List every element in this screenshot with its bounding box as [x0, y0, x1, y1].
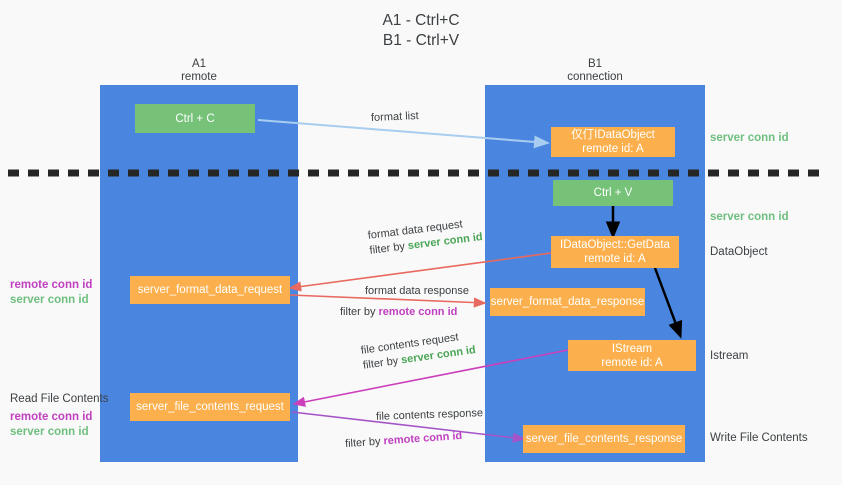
- filter-prefix: filter by: [344, 435, 384, 451]
- arrow-format-data-request: [288, 252, 552, 292]
- note-dataobject: DataObject: [710, 246, 768, 258]
- note-server-conn-id-lower: server conn id: [10, 426, 89, 438]
- note-remote-conn-id-lower: remote conn id: [10, 411, 93, 423]
- page-title: A1 - Ctrl+C B1 - Ctrl+V: [382, 12, 460, 49]
- node-ctrl-v[interactable]: Ctrl + V: [553, 180, 673, 206]
- node-server-file-contents-response[interactable]: server_file_contents_response: [523, 425, 685, 453]
- edge-label-format-data-response-filter: filter by remote conn id: [340, 305, 457, 320]
- edge-label-file-contents-response-filter: filter by remote conn id: [345, 429, 463, 452]
- note-server-conn-id-top: server conn id: [710, 132, 789, 144]
- column-header-a1: A1 remote: [181, 58, 217, 83]
- note-server-conn-id-upper: server conn id: [10, 294, 89, 306]
- filter-value-remote-conn-id: remote conn id: [378, 306, 458, 318]
- edge-label-format-data-request-group: format data request filter by server con…: [367, 215, 484, 259]
- column-header-b1: B1 connection: [567, 58, 623, 83]
- node-server-file-contents-request[interactable]: server_file_contents_request: [130, 393, 290, 421]
- node-idataobject-getdata[interactable]: IDataObject::GetData remote id: A: [551, 236, 679, 268]
- note-server-conn-id-second: server conn id: [710, 211, 789, 223]
- node-idataobject[interactable]: 仅仃IDataObject remote id: A: [551, 127, 675, 157]
- filter-prefix: filter by: [368, 240, 409, 257]
- node-istream[interactable]: IStream remote id: A: [568, 340, 696, 371]
- note-write-file-contents: Write File Contents: [710, 432, 808, 444]
- note-read-file-contents: Read File Contents: [10, 393, 109, 405]
- node-ctrl-c[interactable]: Ctrl + C: [135, 104, 255, 133]
- edge-label-format-data-response: format data response: [365, 285, 469, 297]
- filter-prefix: filter by: [340, 306, 379, 318]
- edge-label-format-list: format list: [370, 109, 419, 125]
- edge-label-file-contents-request-group: file contents request filter by server c…: [360, 328, 477, 374]
- node-server-format-data-response[interactable]: server_format_data_response: [490, 288, 645, 316]
- edge-label-file-contents-response: file contents response: [375, 407, 484, 423]
- node-server-format-data-request[interactable]: server_format_data_request: [130, 276, 290, 304]
- note-remote-conn-id-upper: remote conn id: [10, 279, 93, 291]
- arrow-getdata-to-istream: [653, 267, 683, 339]
- note-istream: Istream: [710, 350, 749, 362]
- filter-prefix: filter by: [362, 354, 403, 372]
- filter-value-remote-conn-id: remote conn id: [383, 429, 463, 448]
